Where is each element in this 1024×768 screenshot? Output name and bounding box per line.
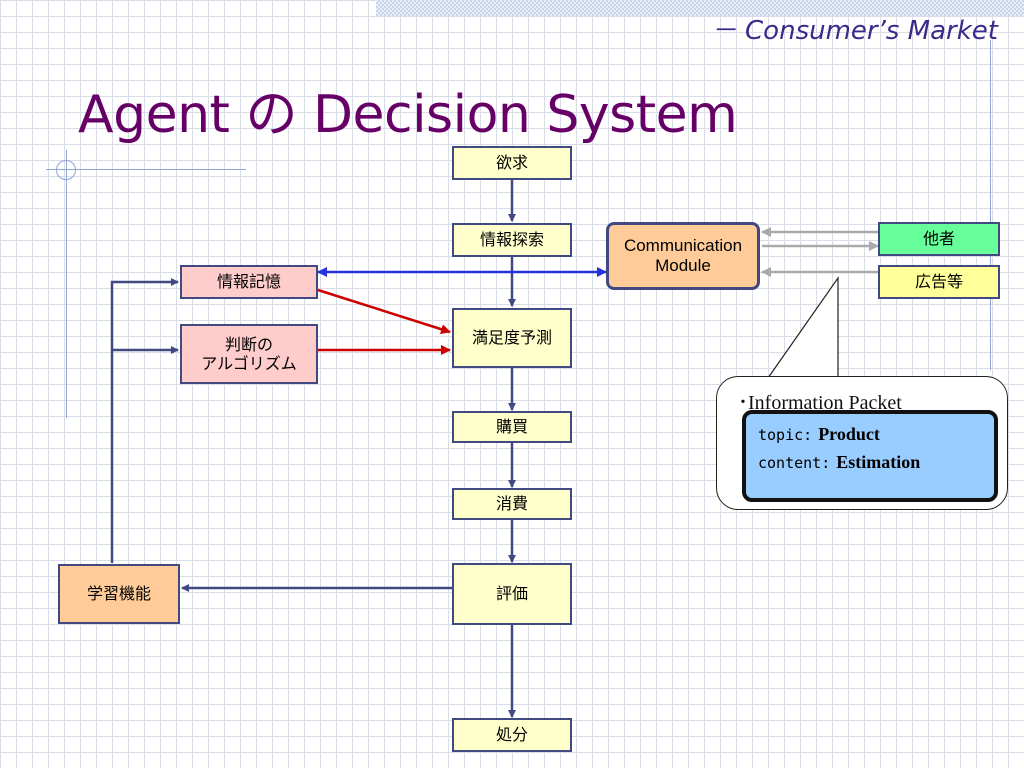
decor-horizontal-line (46, 169, 246, 170)
packet-topic-key: topic: (758, 426, 813, 444)
flow-disposal: 処分 (452, 718, 572, 752)
packet-content-line: content: Estimation (758, 452, 920, 473)
packet-topic-line: topic: Product (758, 424, 880, 445)
algorithm-box: 判断の アルゴリズム (180, 324, 318, 384)
algorithm-line-2: アルゴリズム (201, 354, 297, 373)
information-packet-title: ･Information Packet (738, 392, 902, 414)
memory-box: 情報記憶 (180, 265, 318, 299)
packet-topic-value: Product (818, 424, 880, 444)
information-packet-body (742, 410, 998, 502)
decor-circle (56, 160, 76, 180)
decor-vertical-line (66, 150, 67, 418)
packet-content-value: Estimation (836, 452, 921, 472)
slide-subtitle: － Consumer’s Market (710, 16, 998, 46)
slide-title: Agent の Decision System (78, 85, 738, 145)
flow-purchase: 購買 (452, 411, 572, 443)
algorithm-line-1: 判断の (224, 334, 273, 354)
flow-satisfaction-prediction: 満足度予測 (452, 308, 572, 368)
flow-consumption: 消費 (452, 488, 572, 520)
communication-line-1: Communication (623, 235, 743, 255)
communication-module: Communication Module (606, 222, 760, 290)
communication-line-2: Module (655, 256, 711, 275)
packet-callout-pointer (766, 276, 839, 379)
decor-right-line (990, 40, 991, 370)
arrow-learning-to-memory (110, 278, 179, 563)
learning-function-box: 学習機能 (58, 564, 180, 624)
arrow-memory-to-satisfaction (317, 288, 451, 335)
flow-evaluation: 評価 (452, 563, 572, 625)
ads-box: 広告等 (878, 265, 1000, 299)
flow-information-search: 情報探索 (452, 223, 572, 257)
others-box: 他者 (878, 222, 1000, 256)
packet-content-key: content: (758, 454, 831, 472)
top-decor-band (376, 0, 1024, 16)
flow-desire: 欲求 (452, 146, 572, 180)
